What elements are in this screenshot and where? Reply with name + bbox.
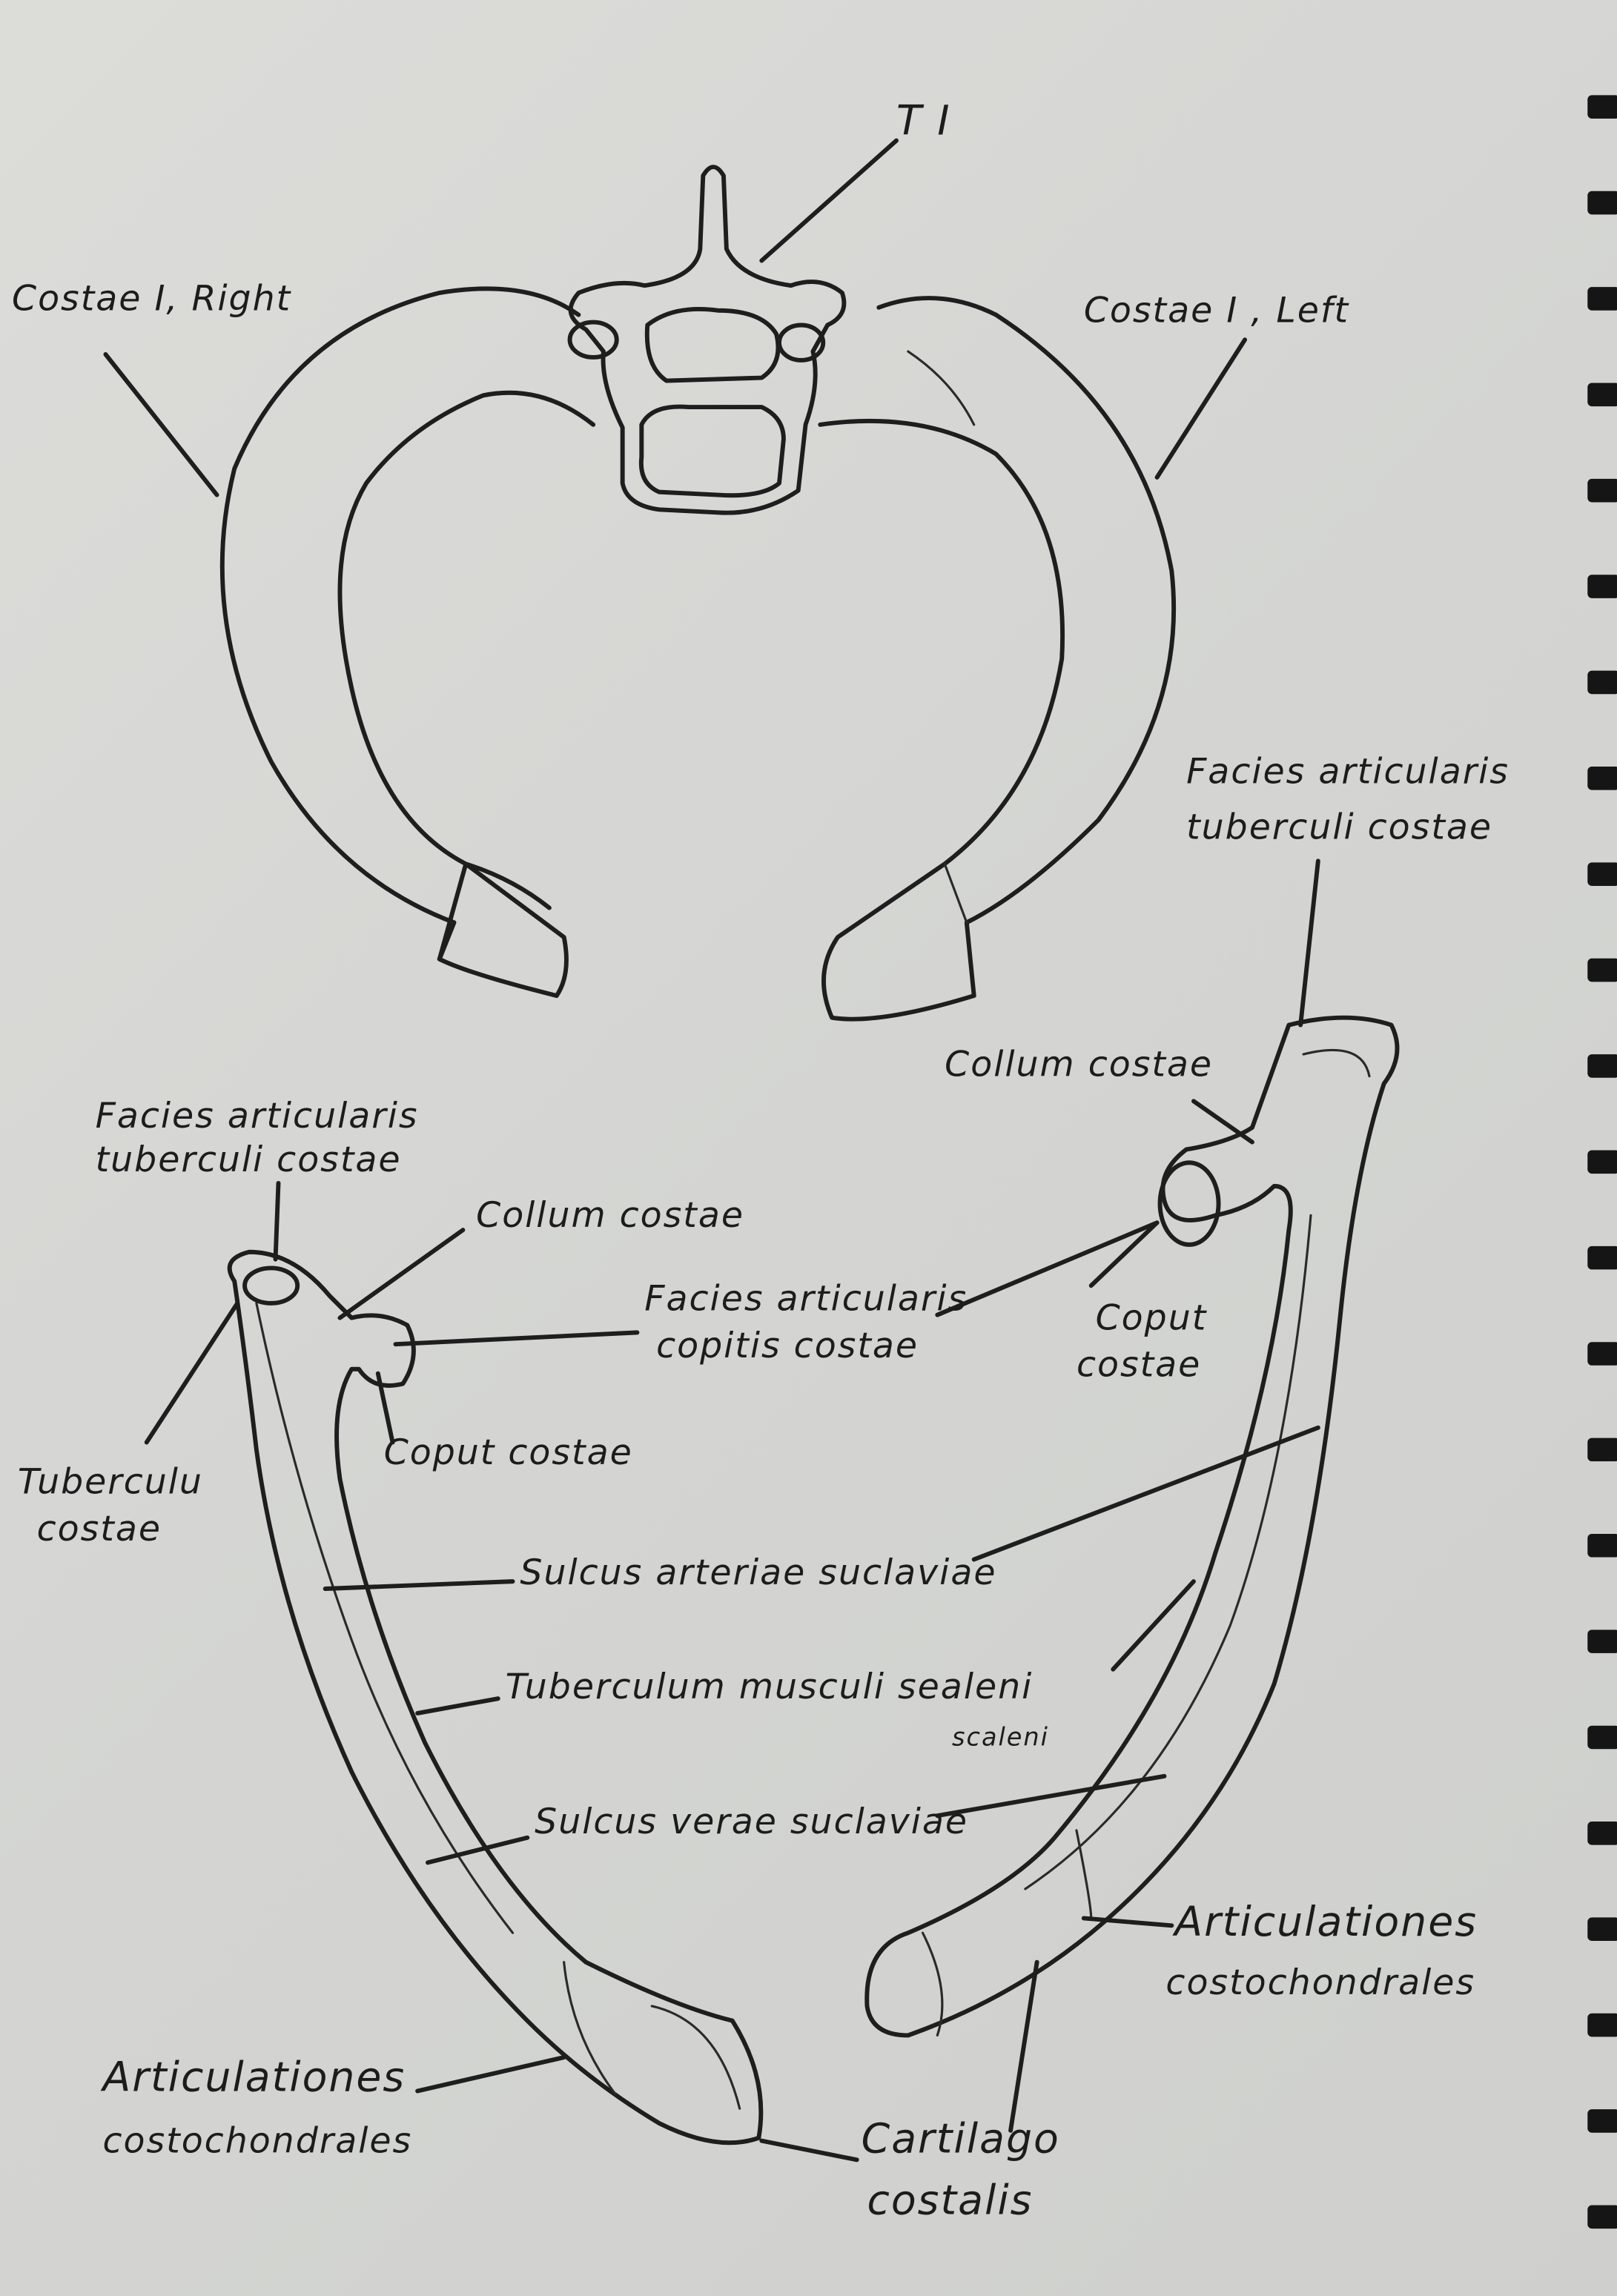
label-right-artic: Articulationes — [1172, 1899, 1478, 1946]
spiral-ring — [1587, 2205, 1617, 2229]
label-cartilago: Cartilago — [862, 2115, 1060, 2163]
label-costae-left: Costae I , Left — [1084, 291, 1350, 331]
spiral-ring — [1587, 1150, 1617, 1174]
label-right-facies-tuberculi: Facies articularis — [1186, 752, 1509, 793]
label-right-collum: Collum costae — [945, 1045, 1213, 1085]
leader-lines — [103, 138, 1320, 2163]
label-right-caput-2: costae — [1077, 1345, 1201, 1386]
label-tuberculum-scaleni: Tuberculum musculi sealeni — [506, 1667, 1034, 1707]
label-left-caput: Coput costae — [384, 1432, 633, 1473]
rib-costae-right — [219, 286, 596, 999]
label-left-collum: Collum costae — [476, 1195, 744, 1236]
spiral-ring — [1587, 670, 1617, 695]
label-cartilago-2: costalis — [867, 2177, 1034, 2224]
label-right-caput: Coput — [1096, 1297, 1208, 1338]
spiral-ring — [1587, 383, 1617, 407]
label-t1: T I — [896, 98, 951, 145]
rib-costae-left — [818, 296, 1177, 1022]
label-facies-capitis-2: copitis costae — [656, 1326, 919, 1366]
spiral-ring — [1587, 1725, 1617, 1750]
spiral-ring — [1587, 2013, 1617, 2037]
spiral-ring — [1587, 191, 1617, 215]
label-tuberculum-2: costae — [37, 1509, 162, 1549]
spiral-ring — [1587, 1822, 1617, 1845]
label-left-artic-2: costochondrales — [102, 2120, 412, 2161]
spiral-ring — [1587, 1342, 1617, 1366]
spiral-ring — [1587, 2109, 1617, 2133]
label-costae-right: Costae I, Right — [12, 279, 292, 320]
spiral-ring — [1587, 478, 1617, 503]
label-facies-capitis: Facies articularis — [644, 1279, 968, 1320]
spiral-ring — [1587, 862, 1617, 886]
rib-lateral-view-right — [864, 1015, 1400, 2038]
spiral-ring — [1587, 1438, 1617, 1462]
spiral-ring — [1587, 766, 1617, 790]
label-right-artic-2: costochondrales — [1165, 1962, 1475, 2003]
label-sulcus-venae: Sulcus verae suclaviae — [535, 1802, 968, 1842]
spiral-ring — [1587, 1630, 1617, 1653]
vertebra-t1 — [567, 165, 847, 515]
spiral-ring — [1587, 1533, 1617, 1558]
label-sulcus-arteriae: Sulcus arteriae suclaviae — [520, 1552, 996, 1593]
label-scaleni-correction: scaleni — [952, 1722, 1049, 1751]
label-left-artic: Articulationes — [100, 2054, 406, 2101]
spiral-ring — [1587, 958, 1617, 982]
label-left-facies-tuberculi: Facies articularis — [96, 1096, 419, 1137]
label-tuberculum: Tuberculu — [18, 1462, 203, 1503]
spiral-ring — [1587, 1917, 1617, 1942]
spiral-ring — [1587, 1245, 1617, 1270]
label-left-facies-tuberculi-2: tuberculi costae — [96, 1139, 402, 1180]
spiral-ring — [1587, 95, 1617, 119]
label-right-facies-tuberculi-2: tuberculi costae — [1186, 807, 1492, 848]
spiral-binding — [1587, 95, 1617, 2229]
spiral-ring — [1587, 287, 1617, 311]
spiral-ring — [1587, 575, 1617, 598]
spiral-ring — [1587, 1054, 1617, 1078]
rib-lateral-view-left — [227, 1249, 764, 2146]
